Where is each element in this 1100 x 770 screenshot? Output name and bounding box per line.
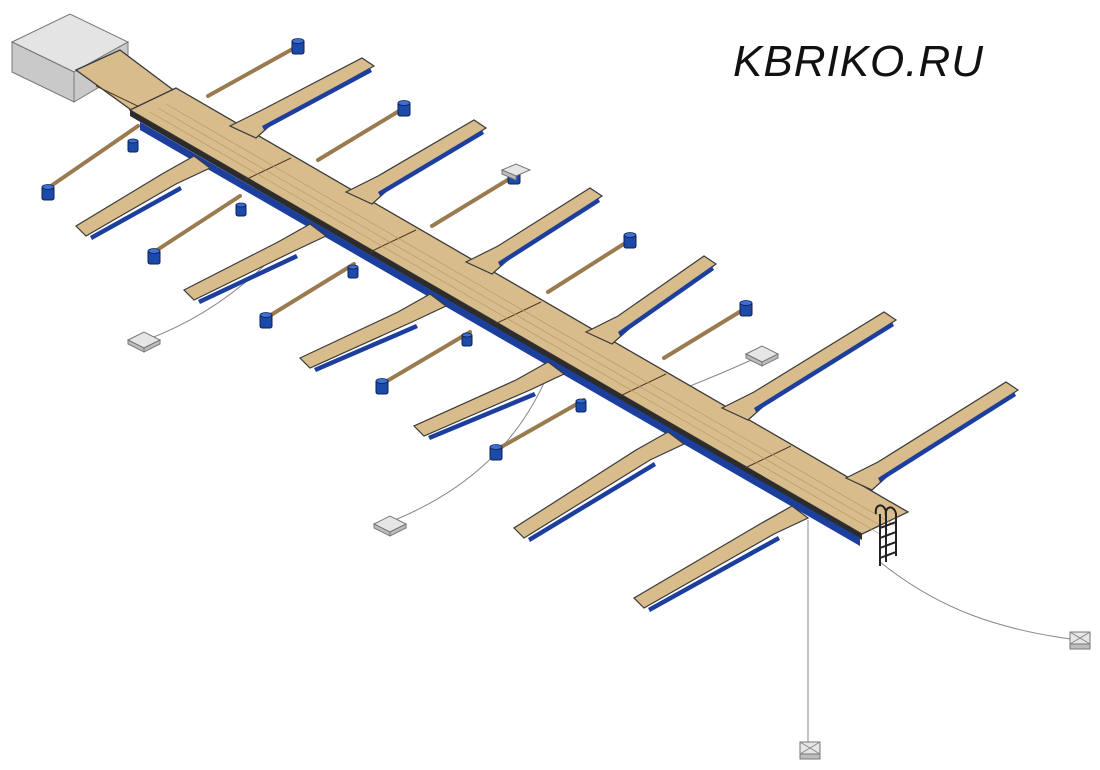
finger-upper-6 <box>844 381 1020 491</box>
buoy-icon <box>623 232 637 249</box>
anchor-icon <box>799 741 821 760</box>
finger-lower-4 <box>412 361 566 440</box>
anchor-blocks <box>126 163 1091 760</box>
anchor-icon <box>372 515 408 537</box>
buoy-icon <box>739 300 753 317</box>
buoy-icon <box>127 138 139 153</box>
anchor-icon <box>1069 631 1091 650</box>
buoy-icon <box>147 248 161 265</box>
finger-lower-6 <box>633 505 810 612</box>
buoy-icon <box>397 100 411 117</box>
buoy-icon <box>291 38 305 55</box>
buoy-icon <box>461 332 473 347</box>
buoy-icon <box>41 184 55 201</box>
finger-lower-2 <box>182 223 328 304</box>
brand-watermark: KBRIKO.RU <box>733 37 985 86</box>
anchor-icon <box>500 163 532 181</box>
buoy-icon <box>575 398 587 413</box>
ladder-icon <box>874 504 897 566</box>
main-walkway <box>128 87 910 546</box>
finger-upper-5 <box>720 311 898 421</box>
finger-upper-2 <box>344 119 488 205</box>
finger-upper-1 <box>228 57 376 139</box>
finger-lower-1 <box>75 155 212 240</box>
buoy-icon <box>489 444 503 461</box>
finger-upper-3 <box>464 187 604 275</box>
lower-fingers <box>75 155 810 612</box>
finger-lower-5 <box>513 431 686 542</box>
lower-booms <box>46 124 586 452</box>
anchor-icon <box>126 331 162 353</box>
upper-fingers <box>228 57 1020 491</box>
buoy-icon <box>347 264 359 279</box>
upper-booms <box>206 44 748 360</box>
finger-upper-4 <box>584 255 718 345</box>
anchor-icon <box>744 345 780 367</box>
buoy-icon <box>375 378 389 395</box>
buoy-icon <box>235 202 247 217</box>
buoy-icon <box>259 312 273 329</box>
finger-lower-3 <box>298 293 448 372</box>
anchor-lines <box>145 257 1079 748</box>
